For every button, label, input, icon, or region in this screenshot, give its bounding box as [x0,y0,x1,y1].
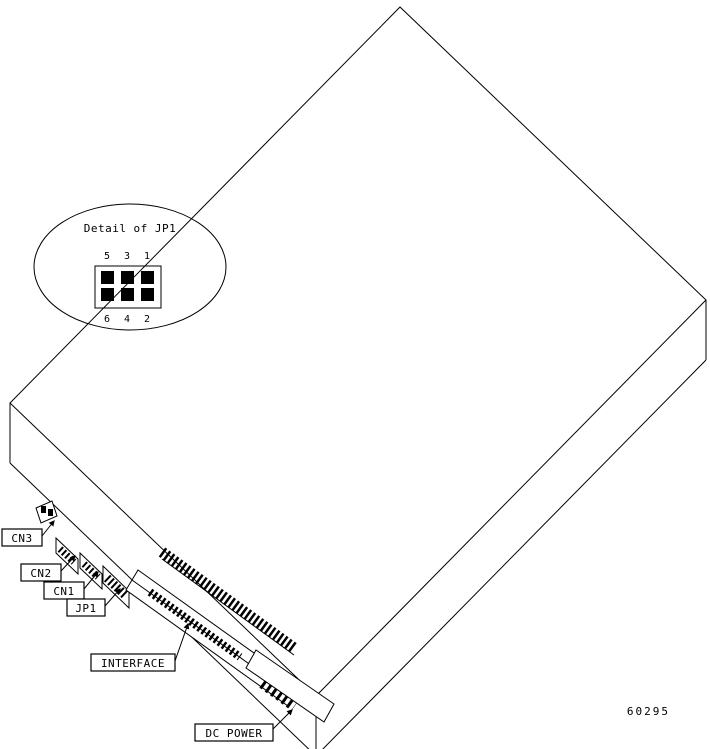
pin-number-bottom-1: 6 [104,314,110,325]
interface-pin-baseline [161,558,295,656]
cn3-connector [35,500,58,524]
callout-box-cn1 [43,581,85,600]
detail-balloon: Detail of JP1 5 3 1 6 4 2 [33,203,227,331]
dc-power-connector [245,649,335,723]
leader-line-cn1 [83,571,99,590]
callout-cn2: CN2 [20,555,76,582]
callout-interface: INTERFACE [90,622,190,672]
pin-number-bottom-2: 4 [124,314,130,325]
callout-label-interface: INTERFACE [101,657,165,670]
cn1-pins [81,561,101,580]
leader-line-jp1 [104,588,121,607]
leader-line-interface [174,622,190,662]
dc-power-body [245,649,335,723]
jumper-pin [121,288,134,301]
callout-jp1: JP1 [66,588,121,617]
callout-box-jp1 [66,598,106,617]
callout-box-interface [90,653,176,672]
chassis-wireframe [9,6,707,749]
callout-label-dc-power: DC POWER [206,727,263,740]
callout-box-cn3 [1,528,43,547]
callout-box-cn2 [20,563,62,582]
jumper-pin [121,271,134,284]
callout-box-dc-power [194,723,274,742]
callout-cn3: CN3 [1,520,55,547]
figure-number: 60295 [627,705,670,718]
cn1-connector [79,551,103,591]
leader-line-cn2 [60,555,76,572]
interface-body-hatch [147,588,243,661]
cn2-pins [57,546,77,565]
rear-connectors [35,500,335,723]
pin-number-top-1: 5 [104,251,110,262]
callout-label-cn3: CN3 [11,532,32,545]
callouts: CN3 CN2 CN1 JP1 INTERFACE [1,520,293,742]
cn3-pin [48,509,53,516]
cn2-connector [55,536,79,576]
interface-pin-row [158,547,298,653]
pin-number-top-3: 1 [144,251,150,262]
jumper-pin [101,288,114,301]
callout-dc-power: DC POWER [194,709,293,742]
callout-label-cn1: CN1 [53,585,74,598]
detail-title: Detail of JP1 [84,222,177,235]
pin-number-bottom-3: 2 [144,314,150,325]
callout-cn1: CN1 [43,571,99,600]
jp1-body [102,564,130,610]
jp1-connector [102,564,130,610]
jumper-pin [141,271,154,284]
balloon-outline [33,203,227,331]
cn3-pin [41,506,46,513]
jumper-block-outline [94,265,162,309]
callout-label-jp1: JP1 [75,602,96,615]
chassis-bottom-right-edge [322,359,707,749]
jumper-pin [141,288,154,301]
jumper-pin [101,271,114,284]
dc-power-pins [259,680,297,711]
pin-number-top-2: 3 [124,251,130,262]
callout-label-cn2: CN2 [30,567,51,580]
leader-line-cn3 [41,520,55,537]
leader-line-dc-power [270,709,293,732]
